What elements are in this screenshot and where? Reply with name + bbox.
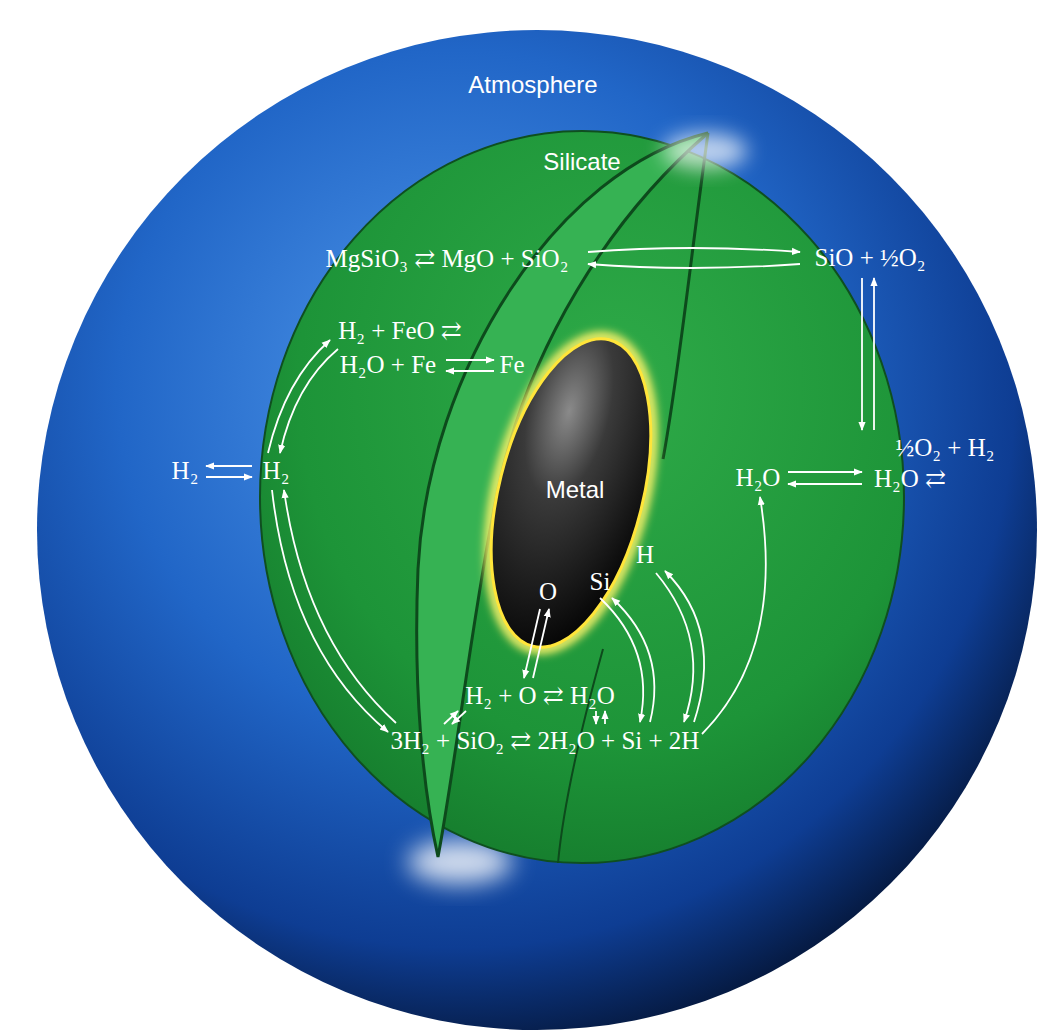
formula-label: Fe xyxy=(500,351,525,379)
element-label: H xyxy=(636,541,654,569)
formula-label: H₂ + O ⇄ H₂O xyxy=(465,681,615,710)
region-label: Atmosphere xyxy=(468,71,597,99)
silicate-mantle: SilicateMetalO Si H xyxy=(258,129,906,865)
element-label: Si xyxy=(590,568,611,596)
region-label: Silicate xyxy=(543,148,620,176)
formula-label: SiO + ½O₂ xyxy=(814,244,925,272)
region-label: Metal xyxy=(546,476,605,504)
element-label: O xyxy=(539,578,557,606)
formula-label: H₂ xyxy=(263,457,290,485)
formula-label: H₂O + Fe xyxy=(340,351,436,379)
atmosphere-sphere: AtmosphereSilicateMetalO Si H xyxy=(37,30,1037,1030)
formula-label: H₂ xyxy=(172,457,199,485)
formula-label: H₂O ⇄ xyxy=(874,464,946,493)
formula-label: H₂O xyxy=(736,464,781,492)
formula-label: 3H₂ + SiO₂ ⇄ 2H₂O + Si + 2H xyxy=(391,726,700,755)
formula-label: MgSiO₃ ⇄ MgO + SiO₂ xyxy=(326,244,569,273)
formula-label: ½O₂ + H₂ xyxy=(896,434,995,462)
formula-label: H₂ + FeO ⇄ xyxy=(338,316,462,345)
